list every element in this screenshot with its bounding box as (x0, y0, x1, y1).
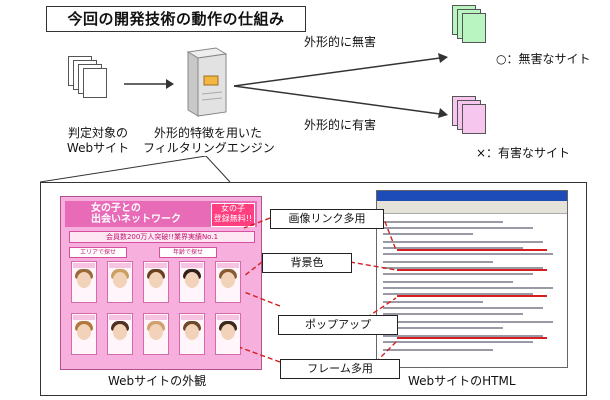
engine-label-line1: 外形的特徴を用いた (153, 126, 262, 140)
red-dashed-pointers (240, 213, 397, 369)
site-thumbnail (107, 313, 133, 355)
arrow-input-to-engine (124, 79, 174, 89)
site-banner: 会員数200万人突破!!業界実績No.1 (69, 231, 255, 243)
site-thumbnail (107, 261, 133, 303)
site-thumbnail (215, 313, 241, 355)
site-badge-line2: 登録無料!! (213, 214, 253, 223)
site-badge-line1: 女の子 (221, 204, 245, 213)
site-thumbnail (215, 261, 241, 303)
site-thumbnail (179, 261, 205, 303)
site-thumbnail (71, 313, 97, 355)
input-label: 判定対象の Webサイト (48, 126, 148, 156)
callout-image-links: 画像リンク多用 (270, 209, 384, 229)
html-window-menubar (377, 201, 567, 214)
result-harmless-label: ○：無害なサイト (496, 52, 591, 66)
website-appearance-mock: 女の子との 出会いネットワーク 女の子 登録無料!! 会員数200万人突破!!業… (60, 196, 262, 370)
branch-top-label: 外形的に無害 (304, 35, 377, 49)
site-header-title: 女の子との 出会いネットワーク (91, 203, 181, 225)
site-search-area: エリアで探せ (69, 247, 127, 258)
engine-label: 外形的特徴を用いた フィルタリングエンジン (143, 126, 275, 156)
branch-arrows (233, 53, 448, 118)
site-header-line1: 女の子との (91, 203, 141, 214)
site-search-age: 年齢で探せ (159, 247, 217, 258)
site-thumbnail (143, 261, 169, 303)
input-documents-icon (68, 56, 116, 106)
site-header: 女の子との 出会いネットワーク 女の子 登録無料!! (65, 201, 257, 227)
harmful-documents-icon (452, 96, 492, 140)
server-icon (186, 47, 228, 117)
site-header-line2: 出会いネットワーク (91, 214, 181, 225)
harmless-documents-icon (452, 5, 492, 45)
branch-bottom-label: 外形的に有害 (304, 118, 377, 132)
site-thumbnail (71, 261, 97, 303)
html-label: WebサイトのHTML (408, 374, 516, 388)
site-thumbnail (179, 313, 205, 355)
result-harmful-label: ×：有害なサイト (476, 146, 571, 160)
site-badge: 女の子 登録無料!! (211, 203, 255, 227)
html-window-titlebar (377, 191, 567, 201)
input-label-line1: 判定対象の (67, 126, 128, 140)
callout-frames: フレーム多用 (280, 359, 400, 379)
callout-background-color: 背景色 (262, 253, 352, 273)
site-thumbnail (143, 313, 169, 355)
input-label-line2: Webサイト (66, 141, 130, 155)
html-source-window (376, 190, 568, 368)
engine-label-line2: フィルタリングエンジン (143, 141, 275, 155)
zoom-lines (40, 156, 231, 183)
diagram-title: 今回の開発技術の動作の仕組み (46, 6, 306, 32)
appearance-label: Webサイトの外観 (108, 374, 207, 388)
callout-popup: ポップアップ (278, 315, 398, 335)
